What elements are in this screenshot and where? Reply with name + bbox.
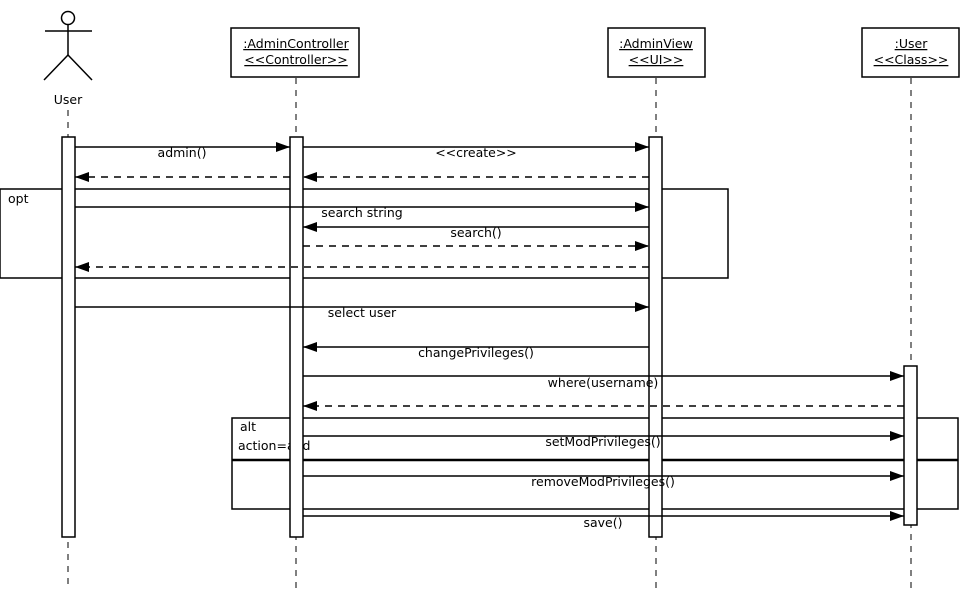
participant-stereotype: <<UI>> <box>629 52 684 67</box>
activation-admin-view <box>648 136 663 538</box>
message-change-privileges: changePrivileges() <box>303 342 649 360</box>
participant-admin-controller: :AdminController <<Controller>> <box>230 27 360 78</box>
message-where-username: where(username) <box>303 371 904 390</box>
alt-fragment: alt action=add <box>231 417 959 510</box>
participant-admin-view: :AdminView <<UI>> <box>607 27 706 78</box>
message-label: save() <box>583 515 622 530</box>
message-search: search() <box>303 222 649 240</box>
message-set-mod-privileges: setModPrivileges() <box>303 431 904 449</box>
participant-stereotype: <<Class>> <box>874 52 949 67</box>
message-search-string: search string <box>75 202 649 220</box>
opt-fragment: opt <box>0 188 729 279</box>
message-label: admin() <box>158 145 207 160</box>
message-admin: admin() <box>75 142 290 160</box>
user-actor: User <box>43 10 93 107</box>
participant-name: :AdminView <box>619 36 693 51</box>
message-label: removeModPrivileges() <box>531 474 675 489</box>
activation-user-class <box>903 365 918 526</box>
message-label: where(username) <box>548 375 659 390</box>
message-select-user: select user <box>75 302 649 320</box>
actor-label: User <box>54 92 83 107</box>
participant-user-class: :User <<Class>> <box>861 27 960 78</box>
message-label: search() <box>450 225 501 240</box>
activation-user-actor <box>61 136 76 538</box>
message-remove-mod-privileges: removeModPrivileges() <box>303 471 904 489</box>
message-label: changePrivileges() <box>418 345 534 360</box>
message-save: save() <box>303 511 904 530</box>
participant-name: :User <box>895 36 929 51</box>
participant-name: :AdminController <box>243 36 349 51</box>
message-create: <<create>> <box>303 142 649 160</box>
message-label: setModPrivileges() <box>545 434 660 449</box>
opt-fragment-operator: opt <box>8 191 29 206</box>
activation-admin-controller <box>289 136 304 538</box>
message-label: <<create>> <box>435 145 517 160</box>
stick-figure-icon <box>43 10 93 81</box>
participant-stereotype: <<Controller>> <box>244 52 347 67</box>
message-label: select user <box>328 305 397 320</box>
message-label: search string <box>321 205 402 220</box>
alt-fragment-operator: alt <box>240 419 256 434</box>
